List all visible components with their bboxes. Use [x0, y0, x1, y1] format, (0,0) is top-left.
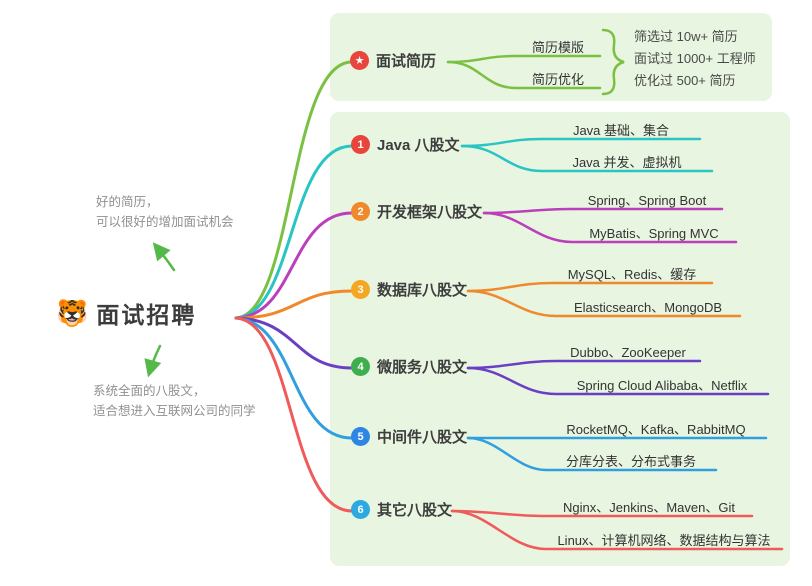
leaf-node: Elasticsearch、MongoDB — [573, 300, 723, 315]
branch-node-resume: ★ 面试简历 — [350, 50, 436, 71]
branch-badge-4: 4 — [351, 357, 370, 376]
leaf-node: 简历模版 — [531, 40, 584, 55]
leaf-node: 简历优化 — [531, 72, 584, 87]
leaf-node: Java 基础、集合 — [572, 123, 670, 138]
branch-label: Java 八股文 — [377, 137, 460, 154]
branch-badge-3: 3 — [351, 280, 370, 299]
branch-badge-5: 5 — [351, 427, 370, 446]
branch-badge-star: ★ — [350, 51, 369, 70]
branch-node-microservice: 4 微服务八股文 — [351, 356, 467, 377]
leaf-node: Linux、计算机网络、数据结构与算法 — [557, 533, 771, 548]
annotation-top-line1: 好的简历， — [96, 195, 159, 209]
branch-label: 开发框架八股文 — [377, 204, 483, 221]
annotation-top: 好的简历， 可以很好的增加面试机会 — [96, 192, 234, 232]
branch-badge-6: 6 — [351, 500, 370, 519]
annotation-bottom-line1: 系统全面的八股文， — [93, 384, 206, 398]
branch-label: 面试简历 — [376, 53, 437, 70]
leaf-node: Java 并发、虚拟机 — [572, 155, 682, 170]
branch-node-middleware: 5 中间件八股文 — [351, 426, 467, 447]
branch-label: 中间件八股文 — [377, 429, 468, 446]
leaf-node: 分库分表、分布式事务 — [565, 454, 696, 469]
tiger-icon: 🐯 — [56, 298, 89, 328]
resume-note-1: 筛选过 10w+ 简历 — [634, 29, 738, 44]
center-node: 🐯 面试招聘 — [56, 296, 196, 330]
arrow-up-icon — [152, 242, 176, 272]
panel-topics-group — [330, 112, 790, 566]
leaf-node: Nginx、Jenkins、Maven、Git — [563, 500, 735, 515]
branch-label: 数据库八股文 — [377, 282, 468, 299]
branch-node-java: 1 Java 八股文 — [351, 134, 460, 155]
leaf-node: MyBatis、Spring MVC — [589, 226, 719, 241]
branch-node-framework: 2 开发框架八股文 — [351, 201, 482, 222]
leaf-node: RocketMQ、Kafka、RabbitMQ — [566, 422, 746, 437]
branch-node-other: 6 其它八股文 — [351, 499, 452, 520]
resume-note-3: 优化过 500+ 简历 — [634, 73, 736, 88]
branch-label: 其它八股文 — [377, 502, 453, 519]
leaf-node: Dubbo、ZooKeeper — [570, 345, 686, 360]
leaf-node: MySQL、Redis、缓存 — [567, 267, 697, 282]
annotation-bottom-line2: 适合想进入互联网公司的同学 — [93, 404, 256, 418]
branch-badge-2: 2 — [351, 202, 370, 221]
branch-label: 微服务八股文 — [377, 359, 468, 376]
leaf-node: Spring Cloud Alibaba、Netflix — [576, 378, 748, 393]
resume-notes: 筛选过 10w+ 简历 面试过 1000+ 工程师 优化过 500+ 简历 — [634, 26, 756, 92]
leaf-node: Spring、Spring Boot — [587, 193, 707, 208]
annotation-bottom: 系统全面的八股文， 适合想进入互联网公司的同学 — [93, 381, 256, 421]
branch-node-database: 3 数据库八股文 — [351, 279, 467, 300]
annotation-top-line2: 可以很好的增加面试机会 — [96, 215, 234, 229]
center-label: 面试招聘 — [96, 302, 197, 328]
arrow-down-icon — [144, 344, 162, 378]
resume-note-2: 面试过 1000+ 工程师 — [634, 51, 756, 66]
branch-badge-1: 1 — [351, 135, 370, 154]
